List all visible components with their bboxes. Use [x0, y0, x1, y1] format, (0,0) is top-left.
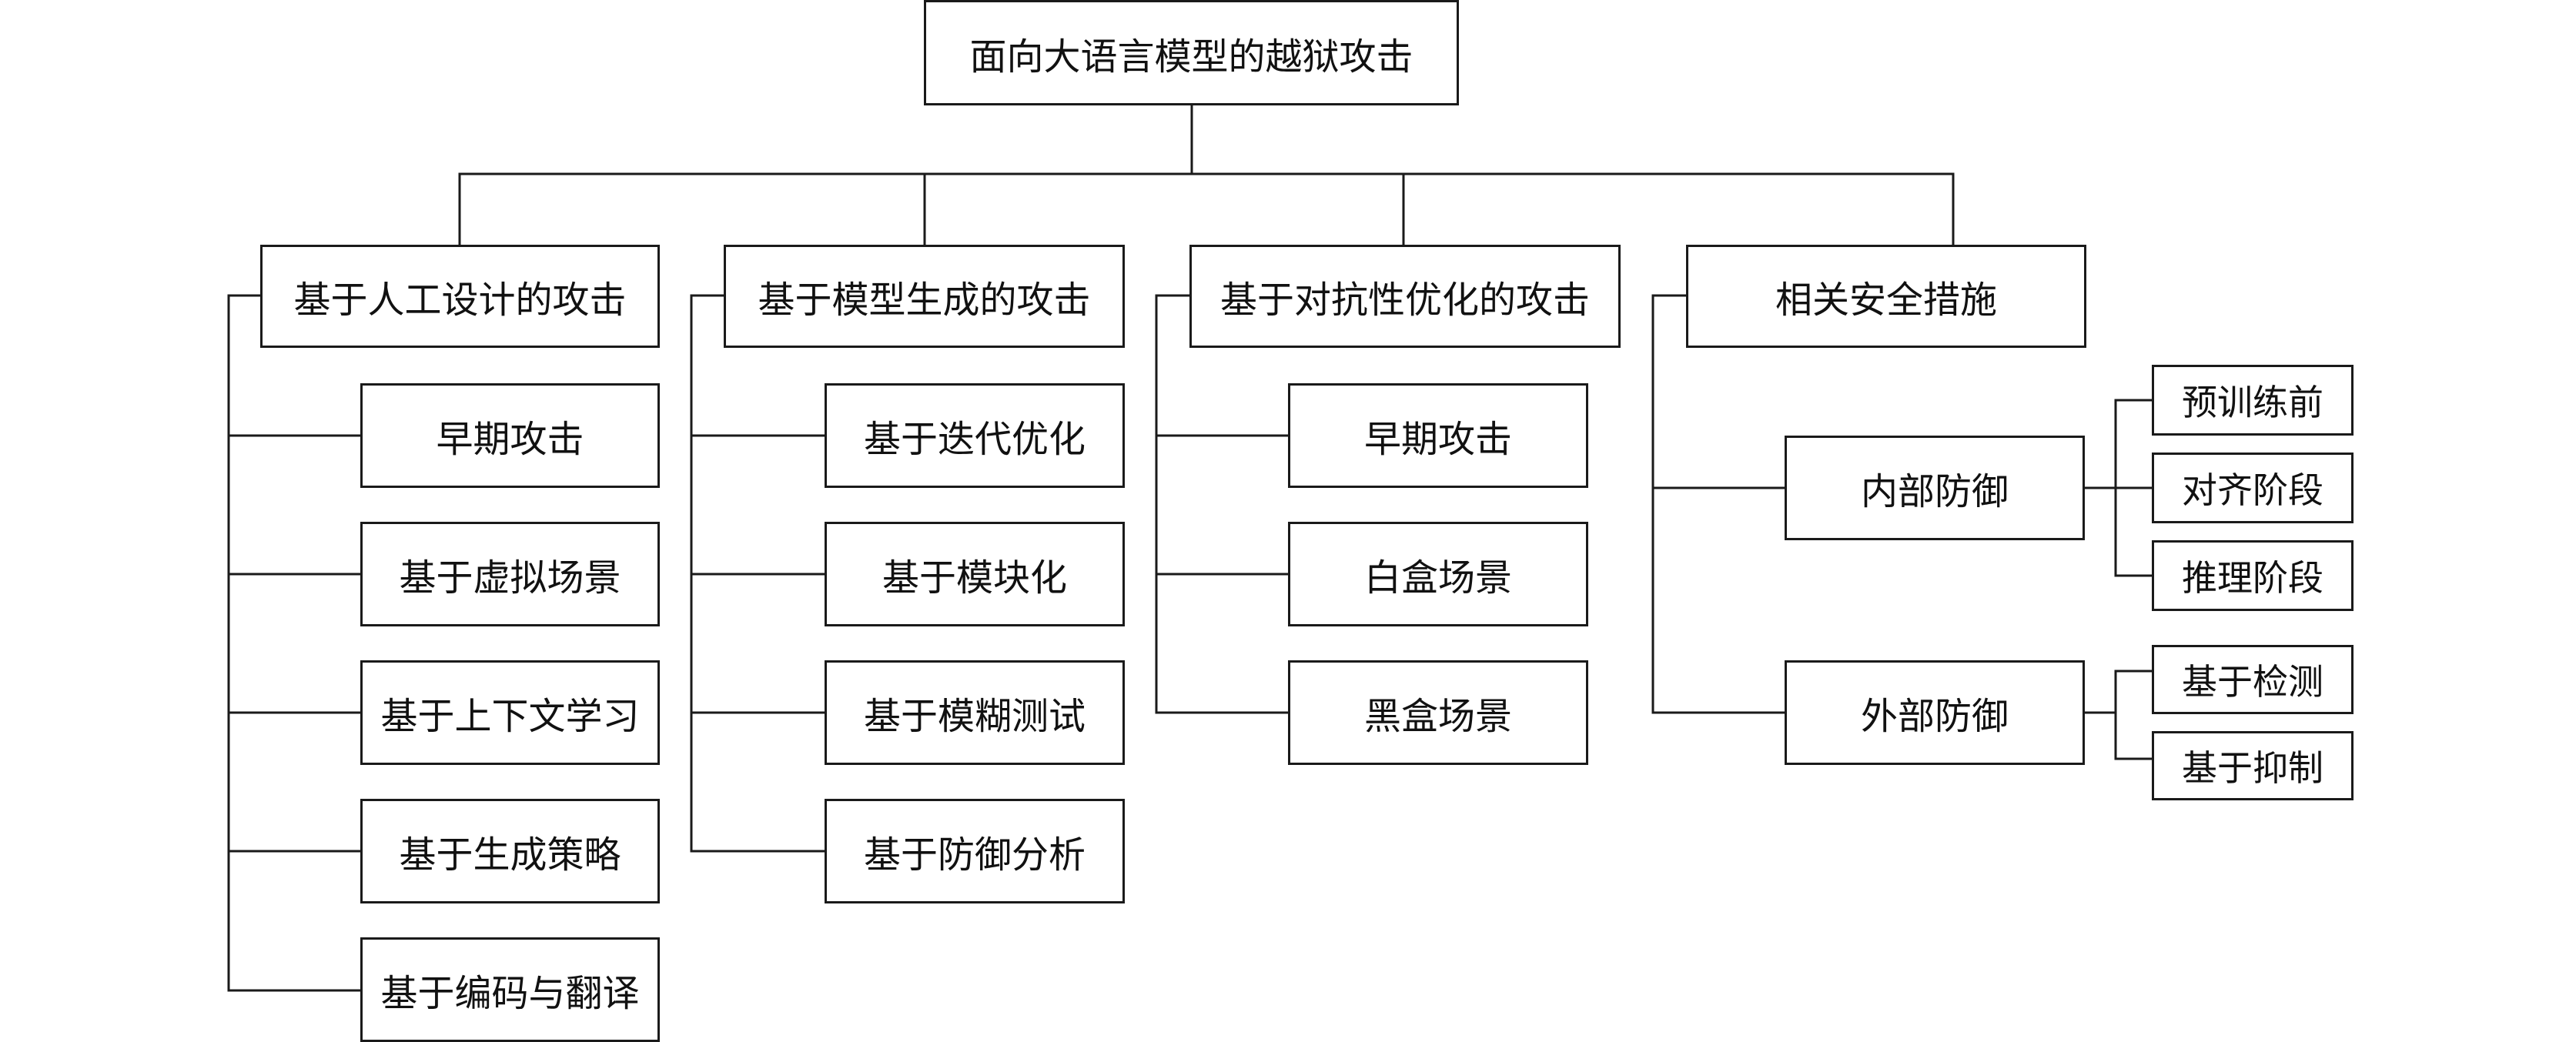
- category-label: 基于模型生成的攻击: [758, 279, 1091, 322]
- root-node: 面向大语言模型的越狱攻击: [924, 0, 1459, 105]
- leaf-node: 基于模块化: [825, 522, 1125, 626]
- leaf-label: 基于模糊测试: [863, 695, 1086, 738]
- defense-leaf-node: 基于抑制: [2152, 731, 2354, 800]
- defense-leaf-node: 预训练前: [2152, 365, 2354, 436]
- leaf-label: 基于编码与翻译: [380, 972, 640, 1015]
- defense-leaf-label: 基于检测: [2182, 661, 2323, 703]
- defense-leaf-label: 基于抑制: [2182, 747, 2323, 789]
- leaf-label: 基于虚拟场景: [399, 556, 621, 599]
- defense-leaf-node: 对齐阶段: [2152, 453, 2354, 523]
- defense-label: 内部防御: [1860, 470, 2009, 513]
- leaf-label: 早期攻击: [436, 418, 584, 461]
- category-node-model-generated: 基于模型生成的攻击: [724, 245, 1125, 348]
- leaf-node: 早期攻击: [360, 383, 660, 488]
- category-label: 基于对抗性优化的攻击: [1219, 279, 1590, 322]
- leaf-node: 早期攻击: [1288, 383, 1588, 488]
- leaf-label: 早期攻击: [1363, 418, 1512, 461]
- leaf-node: 基于迭代优化: [825, 383, 1125, 488]
- leaf-label: 基于模块化: [882, 556, 1067, 599]
- leaf-node: 基于生成策略: [360, 799, 660, 903]
- leaf-node: 基于编码与翻译: [360, 937, 660, 1042]
- leaf-node: 基于防御分析: [825, 799, 1125, 903]
- defense-label: 外部防御: [1860, 695, 2009, 738]
- defense-leaf-label: 推理阶段: [2182, 557, 2323, 599]
- leaf-label: 基于防御分析: [863, 833, 1086, 877]
- leaf-label: 黑盒场景: [1363, 695, 1512, 738]
- defense-node-external: 外部防御: [1785, 660, 2085, 765]
- category-label: 相关安全措施: [1775, 279, 1997, 322]
- defense-leaf-node: 基于检测: [2152, 645, 2354, 714]
- category-node-adversarial: 基于对抗性优化的攻击: [1189, 245, 1621, 348]
- leaf-node: 基于模糊测试: [825, 660, 1125, 765]
- leaf-node: 黑盒场景: [1288, 660, 1588, 765]
- defense-node-internal: 内部防御: [1785, 436, 2085, 540]
- defense-leaf-node: 推理阶段: [2152, 540, 2354, 611]
- leaf-node: 基于上下文学习: [360, 660, 660, 765]
- category-label: 基于人工设计的攻击: [293, 279, 627, 322]
- leaf-label: 基于生成策略: [399, 833, 621, 877]
- leaf-label: 基于迭代优化: [863, 418, 1086, 461]
- defense-leaf-label: 对齐阶段: [2182, 469, 2323, 511]
- root-label: 面向大语言模型的越狱攻击: [969, 35, 1413, 78]
- leaf-node: 基于虚拟场景: [360, 522, 660, 626]
- leaf-node: 白盒场景: [1288, 522, 1588, 626]
- leaf-label: 白盒场景: [1363, 556, 1512, 599]
- category-node-safety-measures: 相关安全措施: [1686, 245, 2086, 348]
- leaf-label: 基于上下文学习: [380, 695, 640, 738]
- category-node-manual: 基于人工设计的攻击: [260, 245, 660, 348]
- defense-leaf-label: 预训练前: [2182, 382, 2323, 423]
